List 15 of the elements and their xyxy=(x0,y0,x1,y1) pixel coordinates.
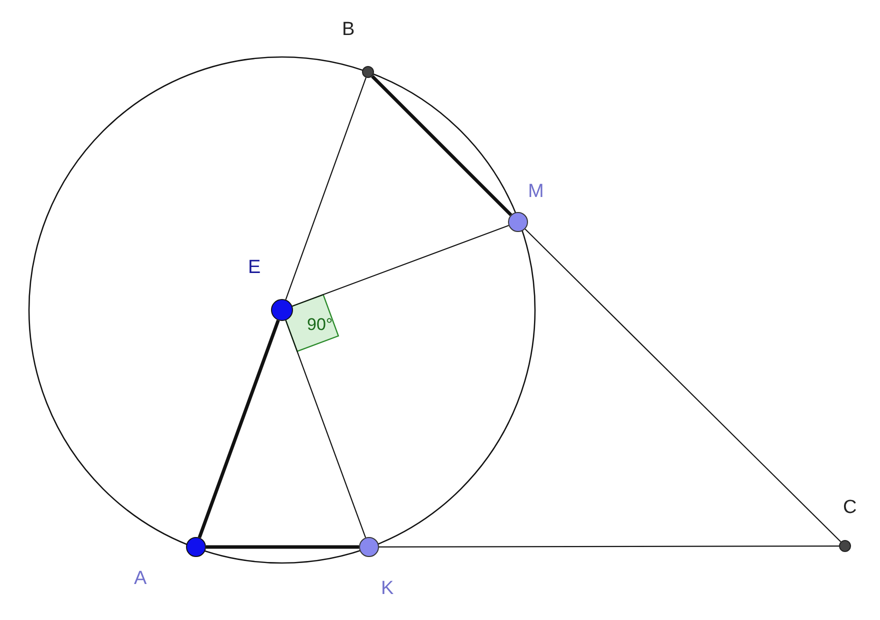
point-label: B xyxy=(342,20,355,40)
line-segment xyxy=(206,545,359,549)
point-label: A xyxy=(134,569,147,589)
line-segment xyxy=(292,224,509,307)
line-segment xyxy=(285,320,366,538)
line-segment xyxy=(285,77,366,300)
point-label: M xyxy=(528,182,544,202)
point-label: K xyxy=(381,579,394,599)
line-segment xyxy=(198,320,280,538)
line-segment xyxy=(379,545,839,548)
line-segment xyxy=(524,228,842,542)
point-label: E xyxy=(248,258,261,278)
point-label: C xyxy=(843,498,857,518)
angle-label: 90° xyxy=(307,315,333,335)
line-segment xyxy=(371,75,512,216)
